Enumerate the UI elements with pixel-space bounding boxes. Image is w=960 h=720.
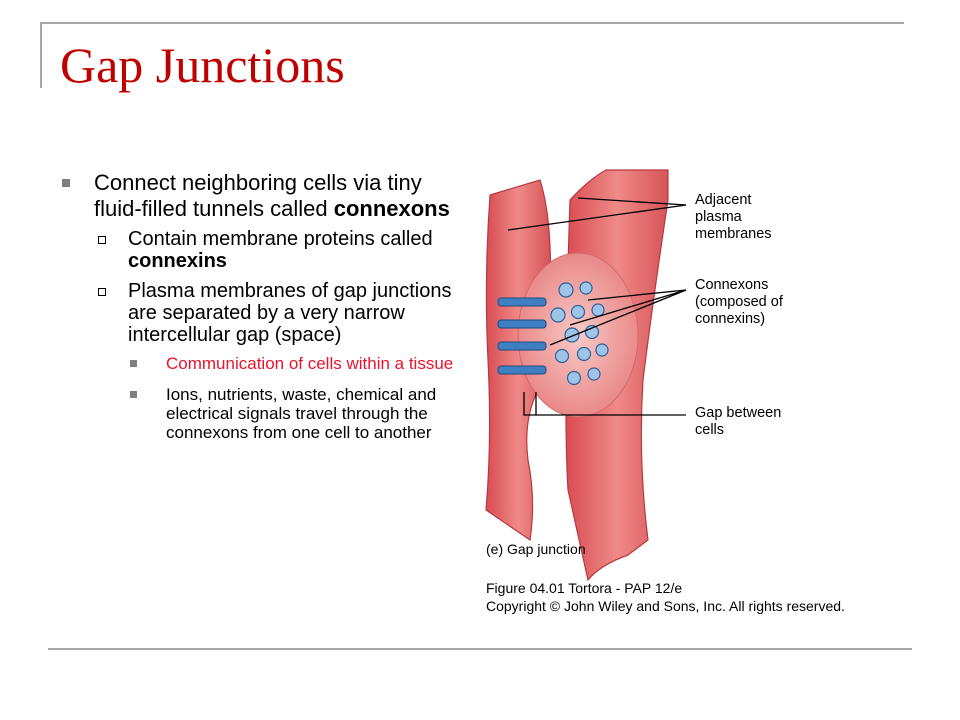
- label-connexons-line2: (composed of: [695, 294, 783, 310]
- square-bullet-icon: [130, 360, 137, 367]
- figure-caption-line1: Figure 04.01 Tortora - PAP 12/e: [486, 580, 683, 596]
- subsubbullet-ions-nutrients: Ions, nutrients, waste, chemical and ele…: [130, 385, 470, 442]
- figure-copyright: Copyright © John Wiley and Sons, Inc. Al…: [486, 598, 845, 614]
- bullet-bold-term: connexons: [333, 196, 450, 221]
- label-connexons-line3: connexins): [695, 311, 766, 327]
- subbullet-plasma-membranes: Plasma membranes of gap junctions are se…: [94, 280, 470, 346]
- subbullet-text: Contain membrane proteins called: [128, 228, 433, 250]
- bullet-text: Connect neighboring cells via tiny fluid…: [94, 170, 422, 221]
- slide-title: Gap Junctions: [60, 37, 345, 93]
- subsubbullet-text: Ions, nutrients, waste, chemical and ele…: [166, 385, 437, 442]
- subsubbullet-text: Communication of cells within a tissue: [166, 354, 454, 373]
- subbullet-membrane-proteins: Contain membrane proteins called connexi…: [94, 228, 470, 272]
- label-membranes-line3: membranes: [695, 226, 772, 242]
- label-membranes-line2: plasma: [695, 209, 742, 225]
- subbullet-bold-term: connexins: [128, 250, 227, 272]
- label-gap-line2: cells: [695, 422, 725, 438]
- bullet-connect-cells: Connect neighboring cells via tiny fluid…: [60, 170, 470, 222]
- figure-subcaption: (e) Gap junction: [486, 541, 586, 557]
- gap-junction-figure: Adjacent plasma membranes Connexons (com…: [478, 160, 918, 620]
- label-membranes-line1: Adjacent: [695, 192, 752, 208]
- bullet-list: Connect neighboring cells via tiny fluid…: [60, 170, 470, 454]
- slide-frame-left-rule: [40, 22, 42, 88]
- square-bullet-icon: [62, 179, 70, 187]
- connexon-channels: [497, 297, 547, 375]
- subsubbullet-communication: Communication of cells within a tissue: [130, 354, 470, 373]
- gap-junction-illustration: [485, 169, 687, 582]
- slide-frame-top-rule: [40, 22, 904, 24]
- slide-frame-bottom-rule: [48, 648, 912, 650]
- hollow-square-bullet-icon: [98, 288, 106, 296]
- hollow-square-bullet-icon: [98, 236, 106, 244]
- figure-leader-lines: [507, 197, 687, 416]
- square-bullet-icon: [130, 391, 137, 398]
- label-connexons-line1: Connexons: [695, 277, 769, 293]
- subbullet-text: Plasma membranes of gap junctions are se…: [128, 280, 452, 346]
- label-gap-line1: Gap between: [695, 405, 782, 421]
- connexon-face-dots: [550, 281, 609, 386]
